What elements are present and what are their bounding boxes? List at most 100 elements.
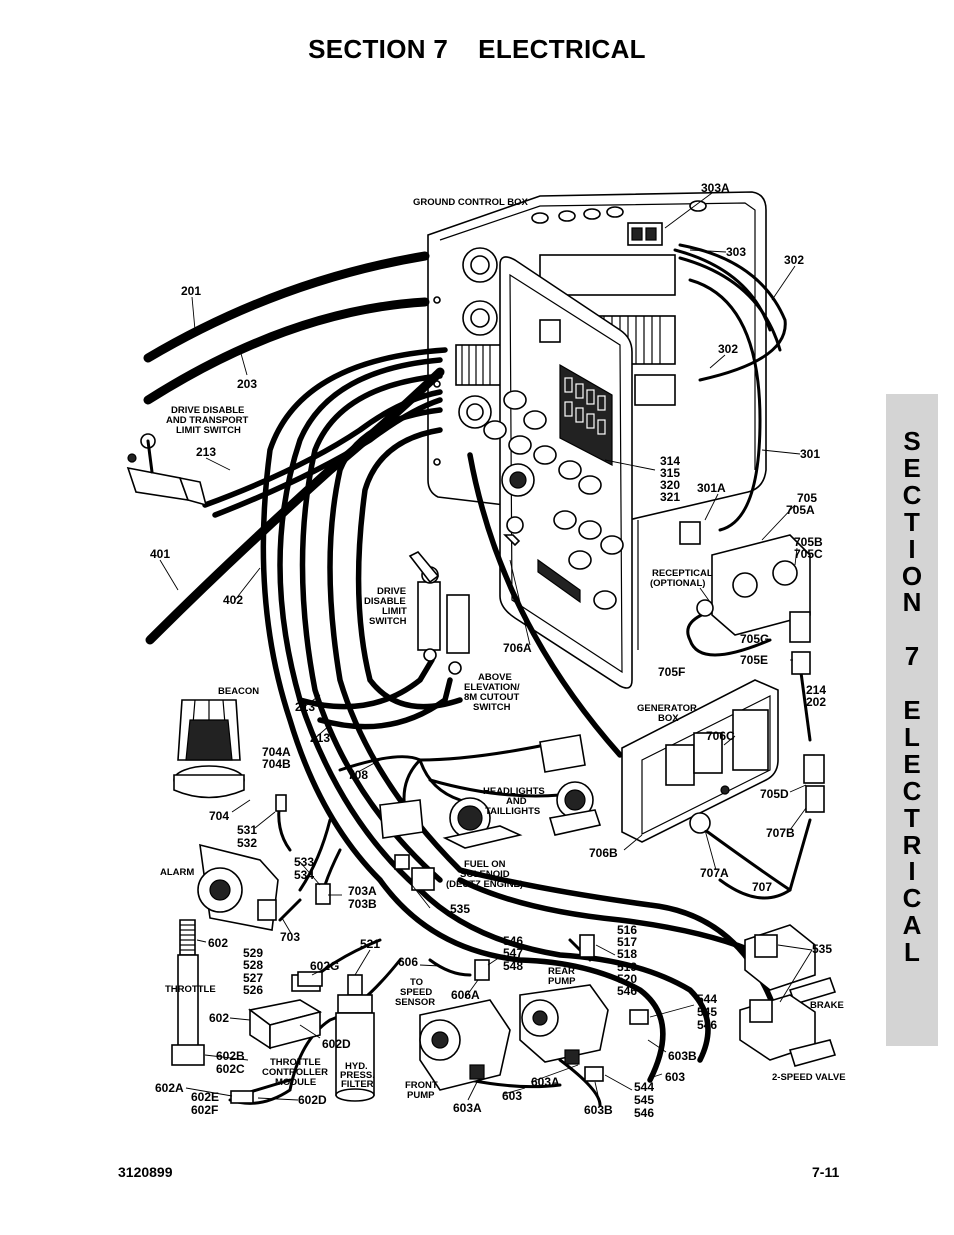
headlights-taillights [379, 734, 602, 849]
callout: 707A [700, 866, 729, 880]
callout: 603 [665, 1070, 685, 1084]
callout: 518 [617, 947, 637, 961]
section-tab-letter: N [902, 587, 922, 618]
label-alarm: ALARM [160, 867, 194, 878]
label-above-elevation: ABOVE [478, 672, 512, 683]
label-generator-box: BOX [658, 713, 679, 724]
callout: 703 [280, 930, 300, 944]
callout: 213 [295, 700, 315, 714]
callout: 602B [216, 1049, 245, 1063]
callout: 706B [589, 846, 618, 860]
callout: 704B [262, 757, 291, 771]
section-tab-letter: I [908, 856, 916, 887]
callout: 519 [617, 960, 637, 974]
front-pump [419, 999, 511, 1091]
doc-number: 3120899 [118, 1164, 173, 1180]
label-headlights: AND [506, 796, 527, 807]
receptacle-optional [696, 534, 811, 636]
label-hyd-filter: FILTER [341, 1079, 374, 1090]
label-above-elevation: ELEVATION/ [464, 682, 520, 693]
callout: 535 [812, 942, 832, 956]
callout: 606A [451, 988, 480, 1002]
callout: 603A [453, 1101, 482, 1115]
label-headlights: HEADLIGHTS [483, 786, 545, 797]
callout: 705G [740, 632, 769, 646]
callout: 602F [191, 1103, 218, 1117]
callout: 534 [294, 868, 314, 882]
label-headlights: TAILLIGHTS [485, 806, 540, 817]
callout-numbers: 303A 303 302 302 201 203 213 301 314 315… [150, 181, 832, 1120]
label-drive-disable-limit: SWITCH [369, 616, 407, 627]
connectors [230, 521, 701, 1104]
section-tab-letter: I [908, 533, 916, 564]
label-drive-disable-transport: AND TRANSPORT [166, 415, 249, 426]
page-number: 7-11 [812, 1164, 840, 1180]
label-to-speed-sensor: TO [410, 977, 423, 988]
callout: 705A [786, 503, 815, 517]
callout: 603B [584, 1103, 613, 1117]
callout: 705F [658, 665, 685, 679]
label-fuel-solenoid: SOLENOID [460, 869, 510, 880]
callout: 213 [196, 445, 216, 459]
label-hyd-filter: HYD. [345, 1061, 368, 1072]
section-tab-letter: S [903, 426, 921, 456]
callout: 213 [310, 731, 330, 745]
callout: 314 [660, 454, 680, 468]
callout: 602 [208, 936, 228, 950]
callout: 602 [209, 1011, 229, 1025]
callout: 708 [348, 768, 368, 782]
section-tab-letter: A [902, 910, 922, 941]
section-tab-letter: C [902, 479, 922, 510]
alarm [197, 843, 279, 931]
callout: 532 [237, 836, 257, 850]
callout: 602D [298, 1093, 327, 1107]
callout: 301 [800, 447, 820, 461]
callout: 707B [766, 826, 795, 840]
callout: 704A [262, 745, 291, 759]
section-tab-letter: E [903, 748, 921, 779]
callout: 705B [794, 535, 823, 549]
callout: 301A [697, 481, 726, 495]
callout: 202 [806, 695, 826, 709]
component-labels: GROUND CONTROL BOX DRIVE DISABLE AND TRA… [160, 197, 846, 1101]
callout: 527 [243, 971, 263, 985]
callout: 203 [237, 377, 257, 391]
brake-valve [744, 924, 837, 1005]
label-hyd-filter: PRESS. [340, 1070, 375, 1081]
callout: 706C [706, 729, 735, 743]
callout: 544 [634, 1080, 654, 1094]
beacon [173, 699, 287, 812]
label-front-pump: FRONT [405, 1080, 438, 1091]
callout: 703B [348, 897, 377, 911]
section-tab-letter: R [902, 829, 922, 860]
callout: 546 [634, 1106, 654, 1120]
callout: 544 [697, 992, 717, 1006]
callout: 602E [191, 1090, 219, 1104]
section-tab-letter: E [903, 695, 921, 725]
label-fuel-solenoid: FUEL ON [464, 859, 506, 870]
callout: 602G [310, 959, 339, 973]
callout: 705E [740, 653, 768, 667]
callout: 401 [150, 547, 170, 561]
label-drive-disable-limit: DRIVE [377, 586, 406, 597]
section-tab-letter: C [902, 883, 922, 914]
callout: 531 [237, 823, 257, 837]
callout: 315 [660, 466, 680, 480]
section-tab-letter: L [904, 937, 920, 968]
callout: 303 [726, 245, 746, 259]
callout: 201 [181, 284, 201, 298]
label-above-elevation: 8M CUTOUT [464, 692, 519, 703]
label-drive-disable-limit: LIMIT [382, 606, 407, 617]
label-to-speed-sensor: SPEED [400, 987, 432, 998]
callout: 214 [806, 683, 826, 697]
callout: 546 [617, 984, 637, 998]
callout: 516 [617, 923, 637, 937]
label-brake: BRAKE [810, 1000, 844, 1011]
callout: 602C [216, 1062, 245, 1076]
label-receptical: (OPTIONAL) [650, 578, 705, 589]
label-above-elevation: SWITCH [473, 702, 511, 713]
callout: 545 [697, 1005, 717, 1019]
callout: 521 [360, 937, 380, 951]
label-front-pump: PUMP [407, 1090, 435, 1101]
